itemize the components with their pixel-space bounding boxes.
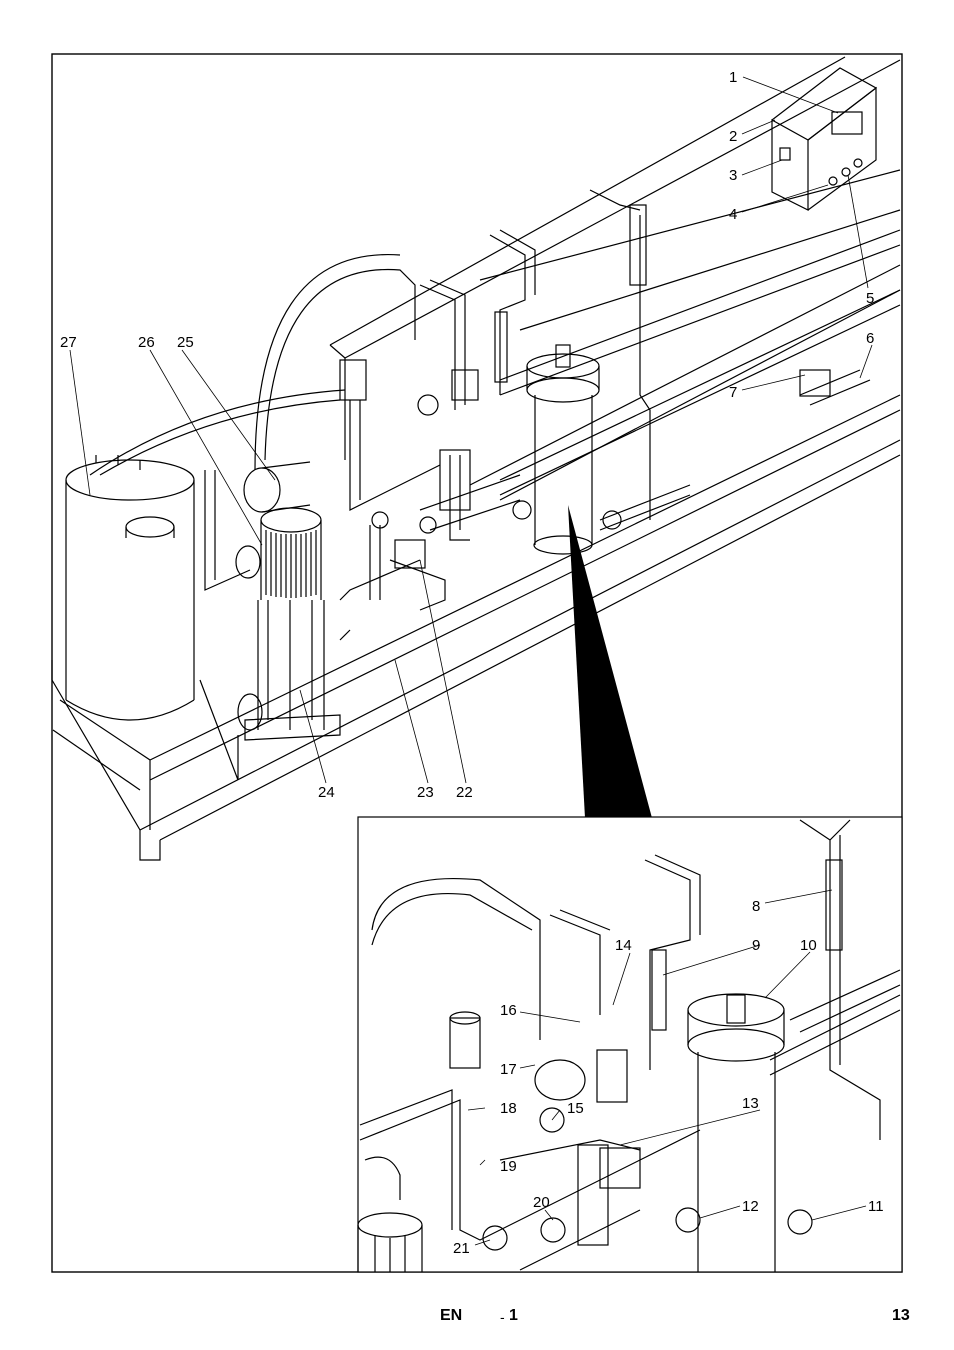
callout-23: 23	[417, 784, 434, 801]
footer-language: EN	[440, 1307, 463, 1324]
detail-pointer	[568, 505, 652, 818]
callout-22: 22	[456, 784, 473, 801]
base-frame	[51, 394, 901, 861]
footer-section-number: 1	[509, 1307, 518, 1324]
callout-14: 14	[615, 937, 632, 954]
control-cabinet	[771, 67, 878, 211]
callout-25: 25	[177, 334, 194, 351]
hose-lines	[89, 253, 416, 591]
callout-21: 21	[453, 1240, 470, 1257]
callout-26: 26	[138, 334, 155, 351]
callout-9: 9	[752, 937, 760, 954]
callout-7: 7	[729, 384, 737, 401]
footer-separator: -	[500, 1309, 505, 1325]
callout-10: 10	[800, 937, 817, 954]
callout-8: 8	[752, 898, 760, 915]
pressure-vessel	[469, 264, 901, 555]
callout-1: 1	[729, 69, 737, 86]
page-number: 13	[892, 1307, 910, 1324]
callout-16: 16	[500, 1002, 517, 1019]
fittings	[339, 204, 831, 569]
callout-11: 11	[868, 1198, 884, 1215]
pipework	[339, 189, 871, 641]
callout-labels: 1 2 3 4 5 6 7 8 9 10 11 12 13 14 15 16 1…	[60, 69, 884, 1257]
detail-inset	[357, 816, 903, 1273]
cartridge-filter	[235, 461, 311, 579]
callout-17: 17	[500, 1061, 517, 1078]
callout-5: 5	[866, 290, 874, 307]
callout-12: 12	[742, 1198, 759, 1215]
callout-3: 3	[729, 167, 737, 184]
high-pressure-pump	[237, 507, 341, 741]
membrane-housing	[329, 56, 901, 496]
callout-2: 2	[729, 128, 737, 145]
callout-19: 19	[500, 1158, 517, 1175]
callout-leaders	[69, 76, 873, 1246]
callout-4: 4	[729, 206, 737, 223]
callout-18: 18	[500, 1100, 517, 1117]
callout-24: 24	[318, 784, 335, 801]
callout-20: 20	[533, 1194, 550, 1211]
callout-15: 15	[567, 1100, 584, 1117]
storage-tank	[65, 455, 195, 721]
callout-27: 27	[60, 334, 77, 351]
callout-13: 13	[742, 1095, 759, 1112]
callout-6: 6	[866, 330, 874, 347]
